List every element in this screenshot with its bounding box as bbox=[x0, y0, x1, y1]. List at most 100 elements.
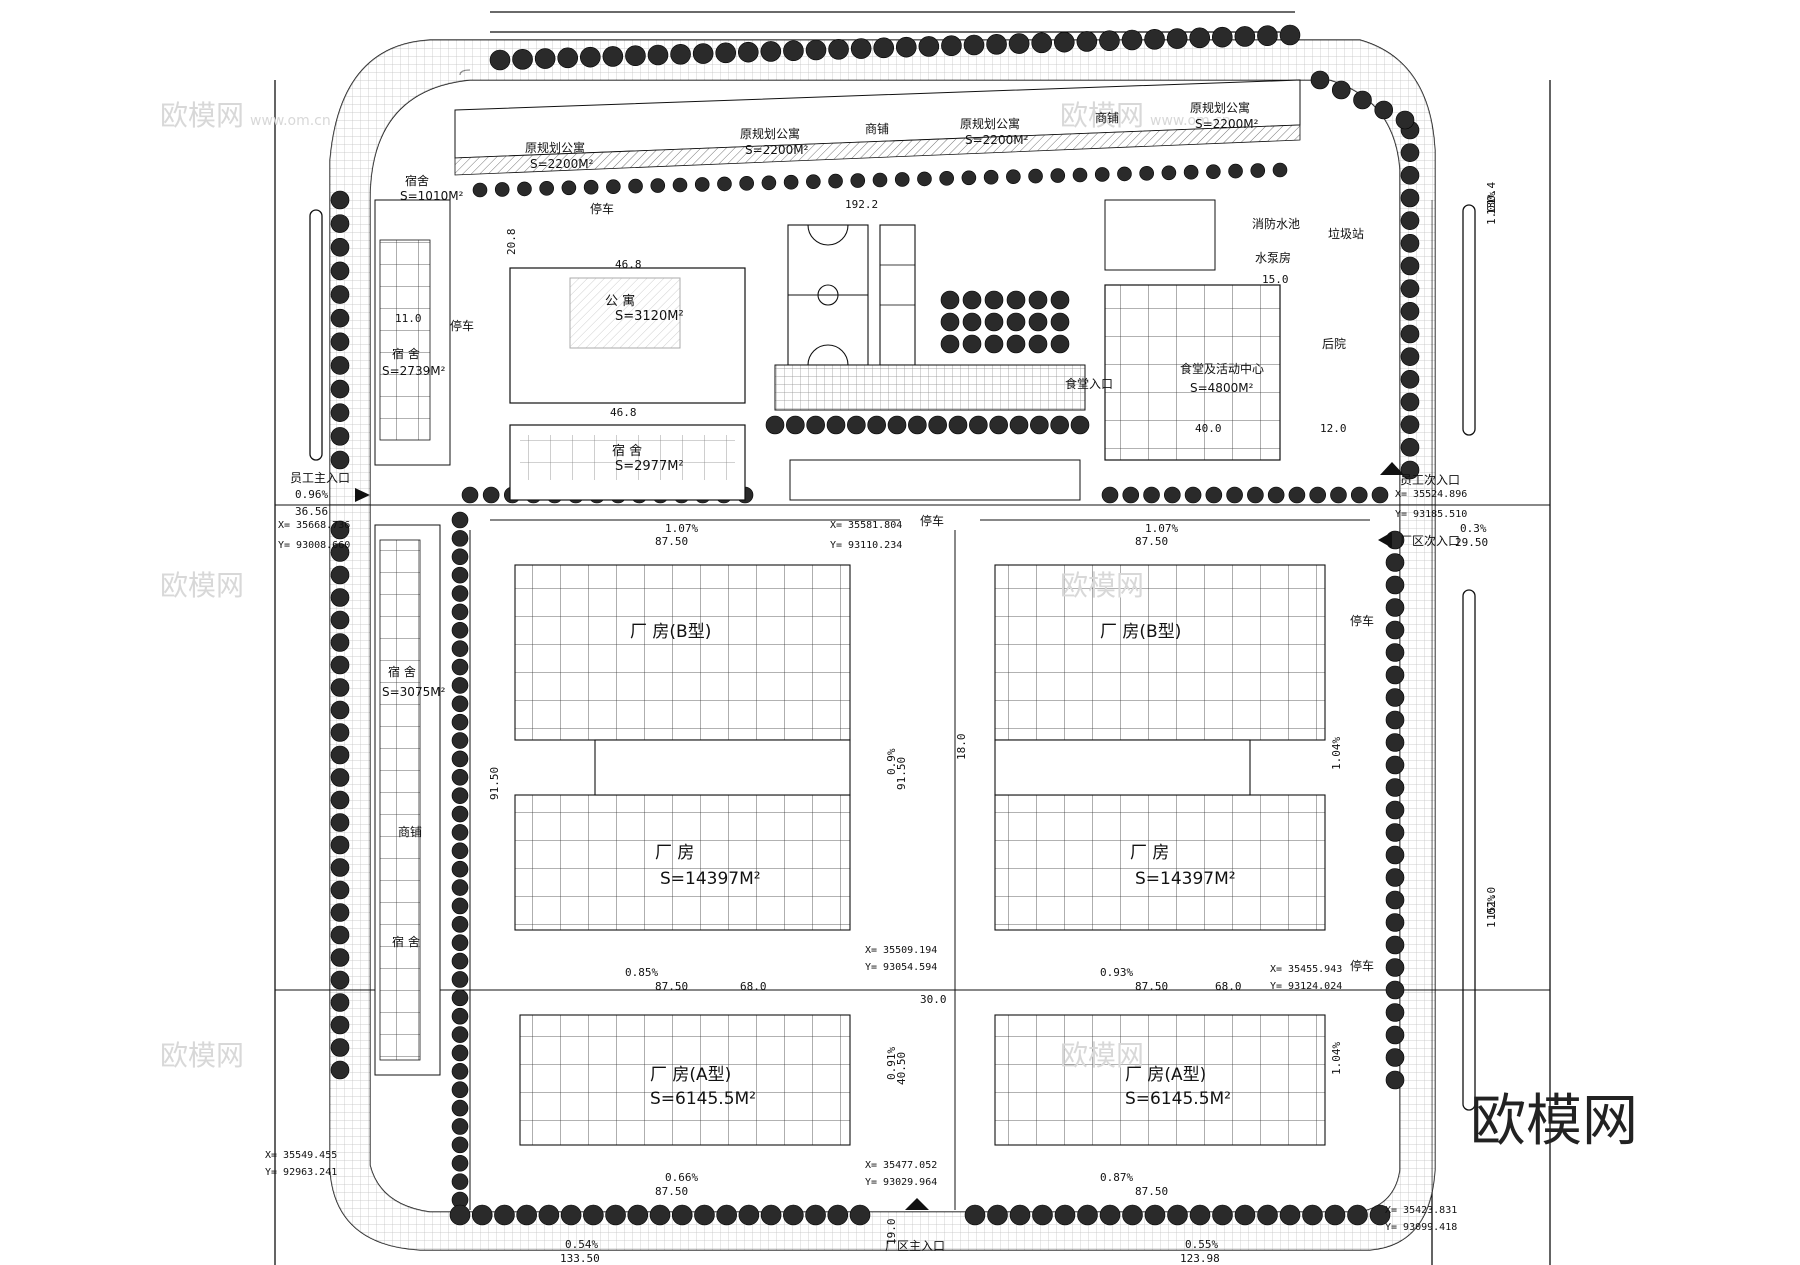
tree-icon bbox=[330, 1038, 350, 1057]
tree-icon bbox=[330, 768, 350, 787]
svg-text:133.50: 133.50 bbox=[560, 1252, 600, 1265]
tree-icon bbox=[765, 415, 785, 435]
tree-icon bbox=[451, 971, 469, 988]
tree-icon bbox=[1385, 868, 1405, 887]
tree-icon bbox=[1371, 486, 1389, 504]
tree-icon bbox=[451, 952, 469, 970]
tree-icon bbox=[330, 427, 350, 446]
tree-icon bbox=[330, 880, 350, 900]
svg-text:Y= 93124.024: Y= 93124.024 bbox=[1270, 981, 1342, 992]
tree-icon bbox=[330, 835, 350, 855]
tree-icon bbox=[330, 790, 350, 810]
svg-text:www.om.cn: www.om.cn bbox=[250, 113, 331, 129]
tree-icon bbox=[1006, 334, 1026, 354]
tree-icon bbox=[517, 181, 532, 197]
tree-icon bbox=[963, 34, 985, 56]
svg-text:食堂及活动中心: 食堂及活动中心 bbox=[1180, 361, 1264, 376]
tree-icon bbox=[330, 993, 350, 1012]
tree-icon bbox=[451, 603, 469, 621]
tree-icon bbox=[482, 486, 500, 504]
tree-icon bbox=[650, 178, 666, 193]
tree-icon bbox=[451, 732, 469, 749]
tree-icon bbox=[451, 897, 469, 915]
svg-text:食堂入口: 食堂入口 bbox=[1065, 376, 1113, 391]
svg-text:S=6145.5M²: S=6145.5M² bbox=[650, 1089, 756, 1109]
tree-icon bbox=[451, 1044, 469, 1062]
tree-icon bbox=[1006, 169, 1021, 184]
svg-text:S=2200M²: S=2200M² bbox=[745, 143, 809, 157]
svg-text:消防水池: 消防水池 bbox=[1252, 216, 1300, 231]
tree-icon bbox=[330, 970, 350, 990]
tree-icon bbox=[451, 1154, 469, 1172]
tree-icon bbox=[1032, 1204, 1053, 1226]
tree-icon bbox=[1385, 710, 1405, 730]
tree-icon bbox=[1205, 486, 1223, 504]
tree-icon bbox=[330, 925, 350, 945]
tree-icon bbox=[961, 170, 977, 186]
basketball-court bbox=[787, 224, 916, 366]
svg-text:0.96%: 0.96% bbox=[295, 488, 328, 501]
tree-icon bbox=[1330, 486, 1347, 504]
svg-text:0.93%: 0.93% bbox=[1100, 966, 1133, 979]
tree-icon bbox=[1400, 143, 1420, 162]
tree-icon bbox=[1054, 1204, 1076, 1226]
svg-text:0.66%: 0.66% bbox=[665, 1171, 698, 1184]
tree-icon bbox=[1143, 486, 1160, 504]
tree-icon bbox=[1385, 935, 1405, 955]
tree-icon bbox=[330, 700, 350, 720]
svg-text:www.om.cn: www.om.cn bbox=[1150, 113, 1231, 129]
tree-icon bbox=[602, 46, 624, 67]
tree-icon bbox=[1101, 486, 1119, 504]
svg-text:12.0: 12.0 bbox=[1320, 422, 1347, 435]
svg-text:停车: 停车 bbox=[920, 513, 944, 528]
tree-icon bbox=[1309, 486, 1326, 504]
tree-icon bbox=[1400, 415, 1420, 434]
tree-icon bbox=[1144, 1204, 1166, 1226]
outer-road bbox=[274, 11, 1551, 1265]
tree-icon bbox=[867, 415, 886, 435]
tree-icon bbox=[850, 173, 866, 188]
svg-text:厂 房: 厂 房 bbox=[1130, 843, 1169, 863]
tree-icon bbox=[694, 1204, 715, 1226]
tree-icon bbox=[1211, 26, 1233, 48]
svg-text:0.55%: 0.55% bbox=[1185, 1238, 1218, 1251]
tree-icon bbox=[1050, 312, 1070, 332]
svg-text:X= 35455.943: X= 35455.943 bbox=[1270, 964, 1342, 975]
tree-icon bbox=[1385, 823, 1405, 842]
dorm-block bbox=[509, 424, 746, 501]
svg-text:46.8: 46.8 bbox=[615, 258, 642, 271]
tree-icon bbox=[760, 1204, 782, 1226]
svg-text:停车: 停车 bbox=[590, 201, 614, 216]
tree-icon bbox=[1385, 913, 1405, 932]
tree-icon bbox=[1050, 168, 1066, 183]
svg-text:40.50: 40.50 bbox=[895, 1052, 908, 1085]
svg-text:91.50: 91.50 bbox=[895, 757, 908, 790]
slope-labels: 1.07% 1.07% 0.85% 0.93% 0.66% 0.87% 0.96… bbox=[295, 488, 1487, 1251]
tree-icon bbox=[1009, 1204, 1031, 1226]
tree-icon bbox=[1324, 1204, 1346, 1226]
svg-text:停车: 停车 bbox=[450, 318, 474, 333]
svg-text:员工主入口: 员工主入口 bbox=[290, 471, 350, 485]
tree-icon bbox=[964, 1204, 986, 1226]
tree-icon bbox=[330, 214, 350, 233]
tree-icon bbox=[330, 190, 350, 210]
tree-icon bbox=[1400, 347, 1420, 366]
tree-icon bbox=[330, 655, 350, 675]
tree-icon bbox=[330, 1015, 350, 1035]
tree-icon bbox=[1353, 90, 1372, 110]
tree-icon bbox=[451, 530, 469, 547]
entrance-arrows bbox=[355, 462, 1404, 1210]
tree-icon bbox=[451, 934, 469, 952]
tree-icon bbox=[1279, 24, 1301, 46]
dimension-labels: 87.50 87.50 87.50 87.50 87.50 87.50 68.0… bbox=[295, 198, 1488, 1265]
tree-icon bbox=[330, 948, 350, 967]
apartment-labels: 原规划公寓 S=2200M² 原规划公寓 S=2200M² 原规划公寓 S=22… bbox=[525, 100, 1259, 171]
svg-text:商铺: 商铺 bbox=[398, 824, 422, 839]
tree-icon bbox=[330, 588, 350, 607]
svg-text:S=3120M²: S=3120M² bbox=[615, 309, 684, 324]
svg-text:厂 房(A型): 厂 房(A型) bbox=[650, 1065, 731, 1085]
svg-text:1.07%: 1.07% bbox=[665, 522, 698, 535]
tree-icon bbox=[583, 1204, 604, 1226]
tree-icon bbox=[539, 181, 554, 196]
